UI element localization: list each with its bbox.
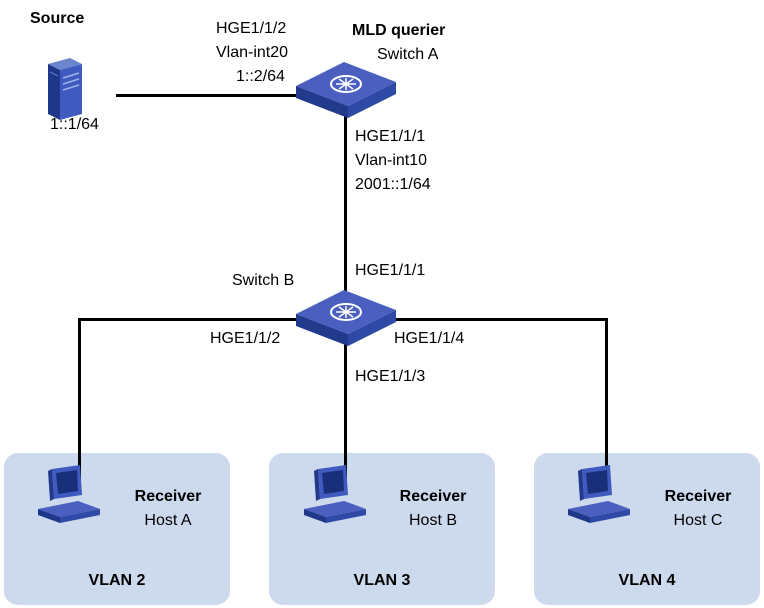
vlan-4-label: VLAN 4 — [618, 572, 676, 589]
switch-a-uplink-port: HGE1/1/2 — [216, 20, 287, 37]
link-to-host-c — [605, 318, 608, 488]
link-switch-b-right — [384, 318, 608, 321]
switch-a-downlink-address: 2001::1/64 — [355, 176, 431, 193]
link-switch-b-left — [78, 318, 308, 321]
switch-a-role: MLD querier — [352, 22, 446, 39]
source-address: 1::1/64 — [50, 116, 99, 133]
host-c-name: Host C — [673, 512, 723, 529]
switch-b-name: Switch B — [232, 272, 295, 289]
switch-b-port-down: HGE1/1/3 — [355, 368, 426, 385]
switch-a-name: Switch A — [377, 46, 439, 63]
link-source-switch-a — [116, 94, 302, 97]
link-switch-a-switch-b — [344, 114, 347, 314]
host-a-pc-icon — [38, 465, 100, 523]
server-icon — [48, 58, 82, 120]
link-to-host-a — [78, 318, 81, 488]
switch-b-port-up: HGE1/1/1 — [355, 262, 426, 279]
switch-a-downlink-port: HGE1/1/1 — [355, 128, 426, 145]
vlan-3-area — [269, 453, 495, 605]
switch-a-uplink-address: 1::2/64 — [236, 68, 285, 85]
host-c-pc-icon — [568, 465, 630, 523]
host-b-name: Host B — [408, 512, 457, 529]
host-b-role: Receiver — [399, 488, 467, 505]
switch-a-downlink-vlan-if: Vlan-int10 — [355, 152, 428, 169]
link-to-host-b — [344, 340, 347, 488]
host-b-pc-icon — [304, 465, 366, 523]
host-a-role: Receiver — [134, 488, 202, 505]
switch-b-port-left: HGE1/1/2 — [210, 330, 281, 347]
host-a-name: Host A — [144, 512, 192, 529]
switch-a-icon — [296, 62, 396, 118]
switch-b-icon — [296, 290, 396, 346]
vlan-2-area — [4, 453, 230, 605]
vlan-4-area — [534, 453, 760, 605]
host-c-role: Receiver — [664, 488, 732, 505]
source-title: Source — [30, 10, 85, 27]
switch-b-port-right: HGE1/1/4 — [394, 330, 465, 347]
vlan-3-label: VLAN 3 — [353, 572, 411, 589]
vlan-2-label: VLAN 2 — [88, 572, 146, 589]
switch-a-uplink-vlan-if: Vlan-int20 — [216, 44, 289, 61]
